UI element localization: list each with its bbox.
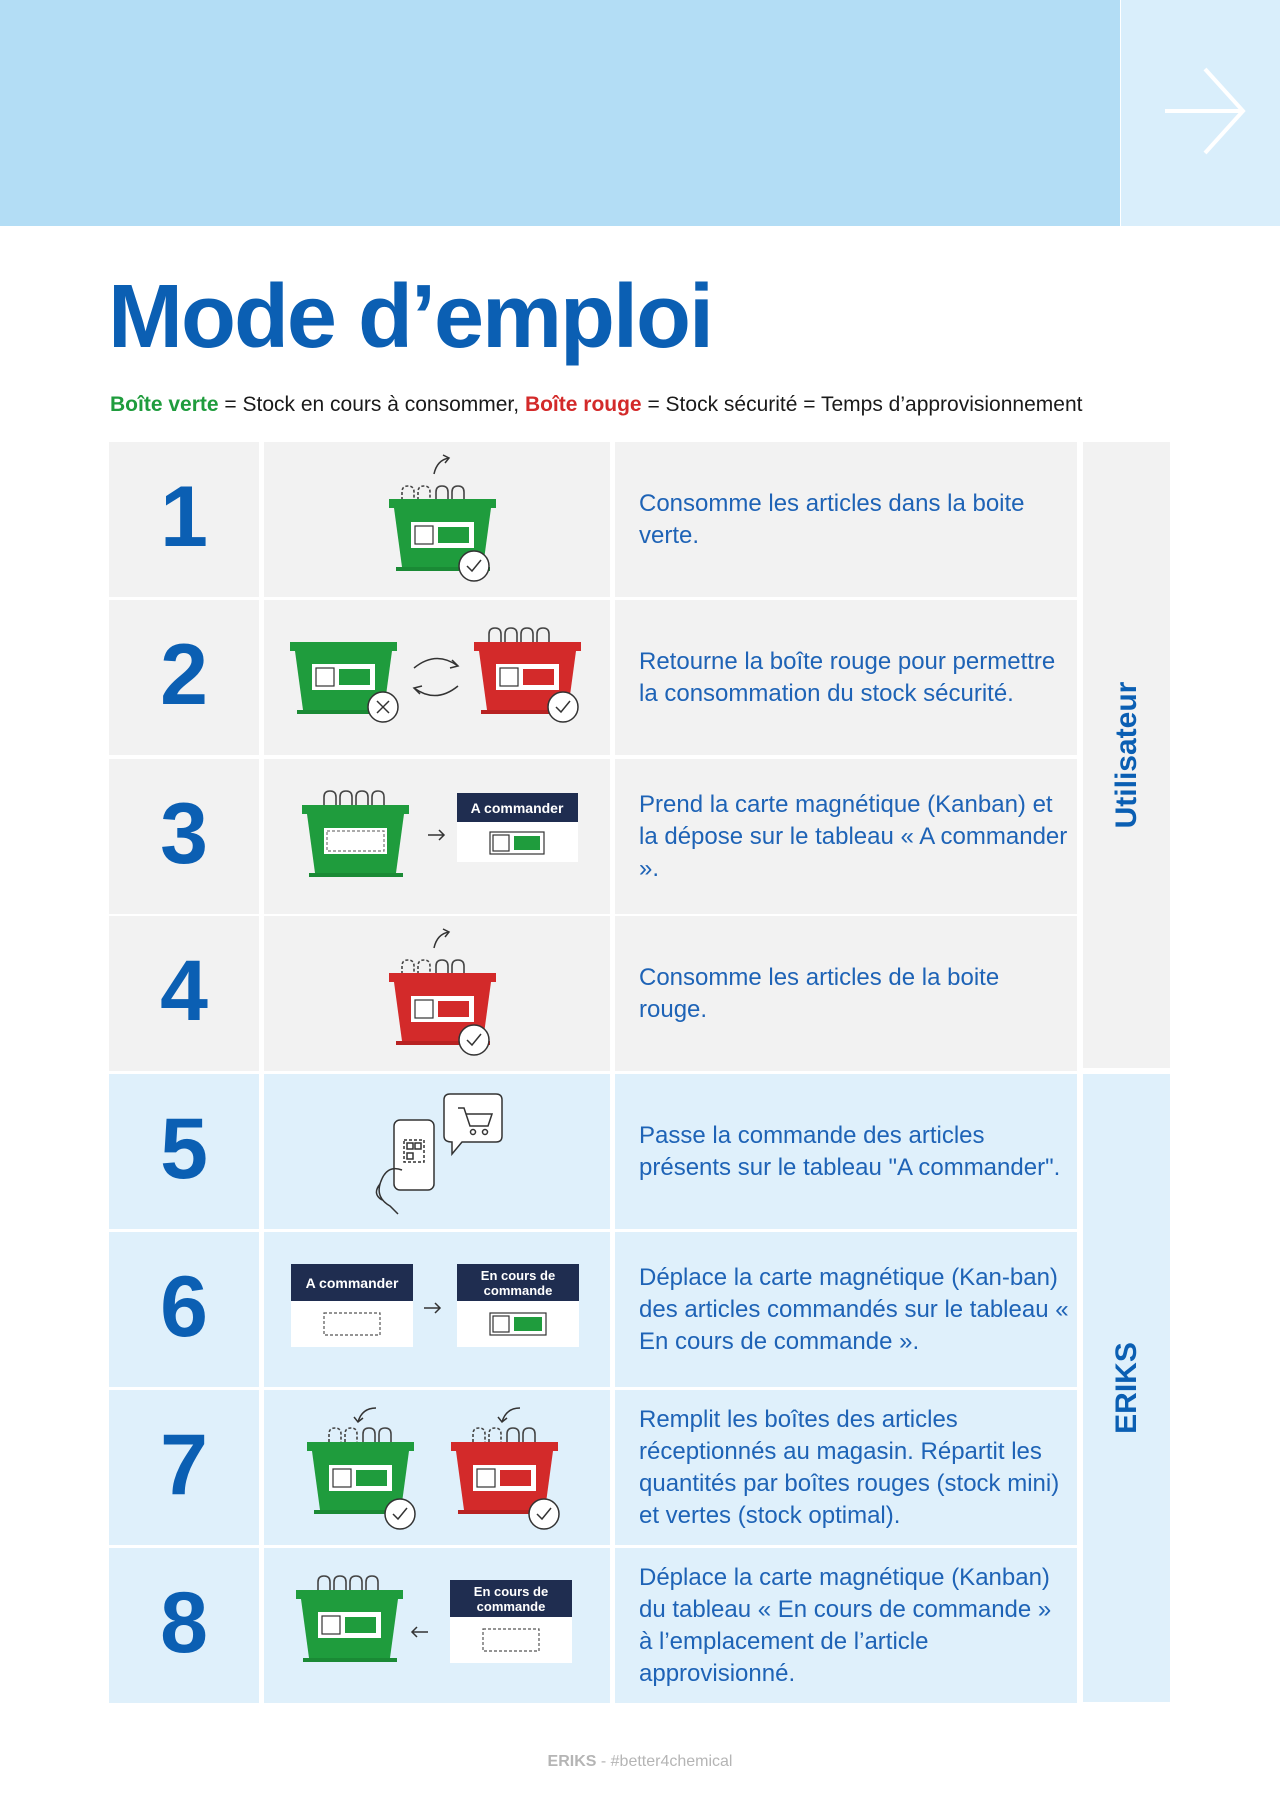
step-text: Déplace la carte magnétique (Kanban) du … [639,1563,1052,1687]
step-illustration [264,442,610,597]
step-number: 1 [160,469,208,565]
arrow-down-icon [501,1407,521,1423]
board-empty-icon: En cours de commande [450,1580,572,1663]
page-title: Mode d’emploi [108,267,714,367]
check-icon [528,1498,560,1530]
green-bin-icon [296,1590,403,1662]
board-header-text: En cours de [474,1584,548,1599]
step-text-cell: Consomme les articles dans la boite vert… [615,442,1077,597]
step-row: 4 Consomme les articles de la [109,916,1077,1071]
step-number: 4 [160,943,208,1039]
board-header-text: A commander [471,800,564,816]
arrow-right-icon [428,829,446,841]
footer-separator: - [596,1753,611,1770]
cross-icon [367,691,399,723]
board-header-text: commande [484,1283,553,1298]
footer-brand: ERIKS [547,1753,597,1770]
step-number: 2 [160,627,208,723]
step-number: 8 [160,1575,208,1671]
step-number-cell: 1 [109,442,259,597]
step-illustration [264,1074,610,1229]
legend-red-desc: = Stock sécurité = Temps d’approvisionne… [641,393,1083,416]
arrow-right-icon [1165,67,1246,155]
step-text: Passe la commande des articles présents … [639,1121,1061,1181]
phone-scan-icon [375,1119,435,1215]
board-header-text: A commander [306,1275,399,1291]
red-bin-icon [451,1442,558,1514]
step-illustration: En cours de commande [264,1548,610,1703]
legend-green-label: Boîte verte [110,393,219,416]
footer-tag: #better4chemical [610,1753,733,1770]
step-text-cell: Passe la commande des articles présents … [615,1074,1077,1229]
items-icon [401,959,431,974]
step-row: 2 [109,600,1077,755]
step-number-cell: 3 [109,759,259,914]
next-page-button[interactable] [1121,0,1280,226]
step-row: 7 [109,1390,1077,1545]
items-icon [401,485,431,500]
check-icon [384,1498,416,1530]
step-number-cell: 6 [109,1232,259,1387]
step-text-cell: Remplit les boîtes des articles réceptio… [615,1390,1077,1545]
board-empty-icon: A commander [291,1264,413,1347]
swap-arrows-icon [412,657,460,697]
legend: Boîte verte = Stock en cours à consommer… [110,393,1082,417]
step-text-cell: Déplace la carte magnétique (Kan-ban) de… [615,1232,1077,1387]
check-icon [458,1024,490,1056]
legend-green-desc: = Stock en cours à consommer, [218,393,525,416]
step-row: 8 En cours de commande [109,1548,1077,1703]
check-icon [458,550,490,582]
step-number: 5 [160,1101,208,1197]
arrow-up-icon [433,457,450,475]
board-header-text: En cours de [481,1268,555,1283]
green-bin-icon [290,642,397,714]
red-bin-icon [474,642,581,714]
arrow-right-icon [424,1302,442,1314]
footer: ERIKS - #better4chemical [0,1753,1280,1771]
step-row: 5 Passe la commande des articles présent… [109,1074,1077,1229]
step-number-cell: 8 [109,1548,259,1703]
step-text-cell: Retourne la boîte rouge pour permettre l… [615,600,1077,755]
green-bin-icon [302,805,409,877]
board-card-icon: A commander [457,793,578,862]
arrow-left-icon [410,1626,428,1638]
arrow-down-icon [357,1407,377,1423]
step-row: 3 A commander [109,759,1077,914]
step-text-cell: Consomme les articles de la boite rouge. [615,916,1077,1071]
board-card-icon: En cours de commande [457,1264,579,1347]
step-number-cell: 4 [109,916,259,1071]
step-number: 3 [160,786,208,882]
step-illustration: A commander En cours de commande [264,1232,610,1387]
step-number: 6 [160,1259,208,1355]
step-text: Déplace la carte magnétique (Kan-ban) de… [639,1263,1069,1355]
step-text-cell: Prend la carte magnétique (Kanban) et la… [615,759,1077,914]
step-number-cell: 7 [109,1390,259,1545]
step-row: 6 A commander En cours de commande Dépla… [109,1232,1077,1387]
step-text: Remplit les boîtes des articles réceptio… [639,1405,1060,1529]
section-label-erik: ERIKS [1109,1342,1143,1434]
step-text: Consomme les articles de la boite rouge. [639,963,1000,1023]
section-label-user: Utilisateur [1109,681,1143,829]
step-illustration [264,916,610,1071]
step-illustration [264,1390,610,1545]
cart-bubble-icon [443,1093,503,1157]
section-user: Utilisateur [1083,442,1170,1068]
step-number-cell: 2 [109,600,259,755]
arrow-up-icon [433,931,450,949]
step-number-cell: 5 [109,1074,259,1229]
section-erik: ERIKS [1083,1074,1170,1702]
step-number: 7 [160,1417,208,1513]
board-header-text: commande [477,1599,546,1614]
header-banner [0,0,1120,226]
step-text: Retourne la boîte rouge pour permettre l… [639,647,1056,707]
step-text: Consomme les articles dans la boite vert… [639,489,1025,549]
step-text: Prend la carte magnétique (Kanban) et la… [639,790,1068,882]
step-illustration [264,600,610,755]
step-row: 1 Consomme les articles dans [109,442,1077,597]
legend-red-label: Boîte rouge [524,393,642,416]
step-illustration: A commander [264,759,610,914]
green-bin-icon [307,1442,414,1514]
step-text-cell: Déplace la carte magnétique (Kanban) du … [615,1548,1077,1703]
check-icon [547,691,579,723]
